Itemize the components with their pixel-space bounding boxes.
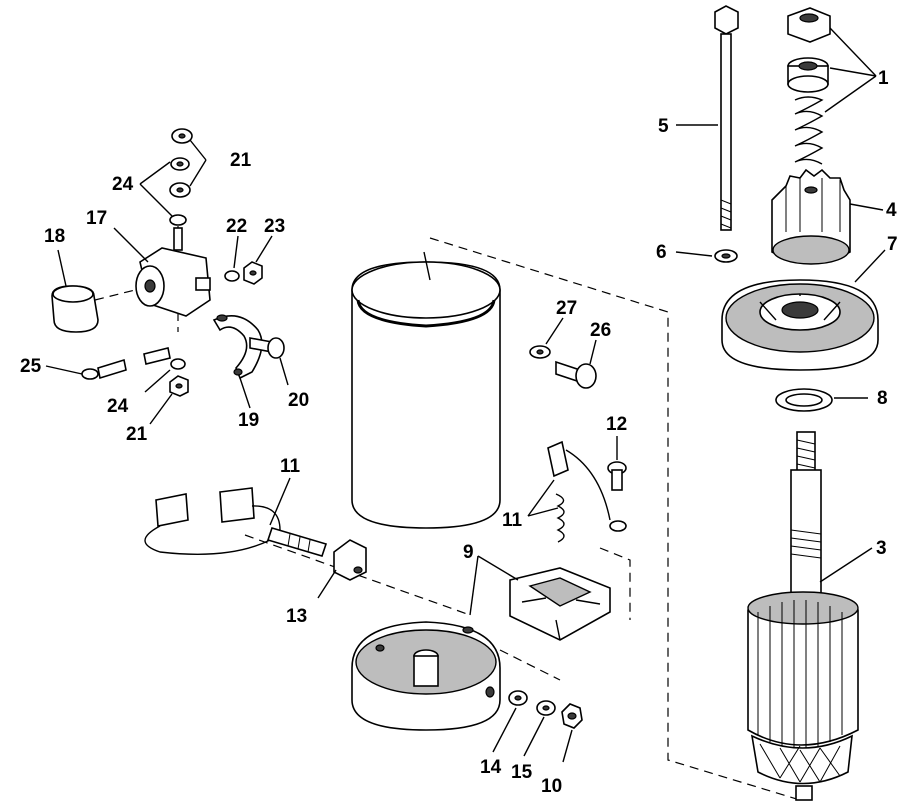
callout-5: 5	[658, 116, 669, 137]
part-10-nut	[561, 703, 583, 729]
callout-7: 7	[887, 234, 898, 255]
part-17-solenoid	[135, 227, 211, 317]
part-27-washer	[529, 345, 551, 359]
part-19-bracket	[212, 314, 263, 380]
callout-17: 17	[86, 208, 107, 229]
callout-18: 18	[44, 226, 65, 247]
callout-10: 10	[541, 776, 562, 797]
callout-24-top: 24	[112, 174, 134, 195]
callout-21-bottom: 21	[126, 424, 148, 445]
callout-20: 20	[288, 390, 309, 411]
part-20-screw	[249, 337, 285, 359]
part-24-lockwasher-mid	[169, 214, 187, 226]
callout-14: 14	[480, 757, 502, 778]
part-8-thrust-washer	[775, 388, 833, 412]
part-21-nut-bottom	[169, 375, 189, 397]
part-21-nut-top	[171, 128, 193, 144]
part-24-lockwasher-bottom	[170, 358, 186, 370]
callout-15: 15	[511, 762, 533, 783]
callout-26: 26	[590, 320, 611, 341]
motor-frame-housing	[351, 261, 501, 529]
part-12-screw	[607, 461, 627, 491]
part-11-brush-and-spring-right	[547, 440, 627, 543]
leader-lines	[45, 27, 886, 763]
part-13-terminal-bracket	[333, 539, 367, 581]
part-6-washer	[714, 249, 738, 263]
callout-11-left: 11	[280, 456, 301, 477]
part-4-drive-pinion	[771, 168, 851, 265]
part-14-washer	[508, 690, 528, 706]
part-24-lockwasher-top	[170, 157, 190, 171]
callout-4: 4	[886, 200, 897, 221]
part-11-brush-leads-left	[144, 487, 328, 557]
callout-23: 23	[264, 216, 285, 237]
callout-19: 19	[238, 410, 259, 431]
commutator-end-cap	[351, 621, 501, 731]
callout-9: 9	[463, 542, 474, 563]
callout-1: 1	[878, 68, 889, 89]
callout-8: 8	[877, 388, 888, 409]
part-23-nut	[243, 261, 263, 285]
callout-21-top: 21	[230, 150, 252, 171]
callout-27: 27	[556, 298, 577, 319]
part-26-screw	[555, 360, 597, 389]
callout-22: 22	[226, 216, 247, 237]
callout-24-bottom: 24	[107, 396, 129, 417]
assembly-guide-lines	[94, 220, 801, 801]
callout-12: 12	[606, 414, 627, 435]
part-1-nut-spacer-spring	[787, 7, 831, 165]
part-15-lockwasher	[536, 700, 556, 716]
part-18-boot	[51, 285, 99, 333]
callout-13: 13	[286, 606, 307, 627]
callout-11-right: 11	[502, 510, 523, 531]
part-5-through-bolt	[714, 5, 739, 231]
callout-3: 3	[876, 538, 887, 559]
part-25-cable-lead	[81, 347, 171, 380]
callout-labels: 1 3 4 5 6 7 8 9 10 11 11 12 13 14 15 17 …	[20, 68, 898, 797]
callout-25: 25	[20, 356, 42, 377]
part-9-brush-holder-plate	[509, 567, 611, 641]
part-7-drive-end-cap	[721, 279, 879, 371]
part-3-armature	[747, 431, 859, 801]
callout-6: 6	[656, 242, 667, 263]
part-21-nut-mid	[169, 182, 191, 198]
part-22-lockwasher	[224, 270, 240, 282]
